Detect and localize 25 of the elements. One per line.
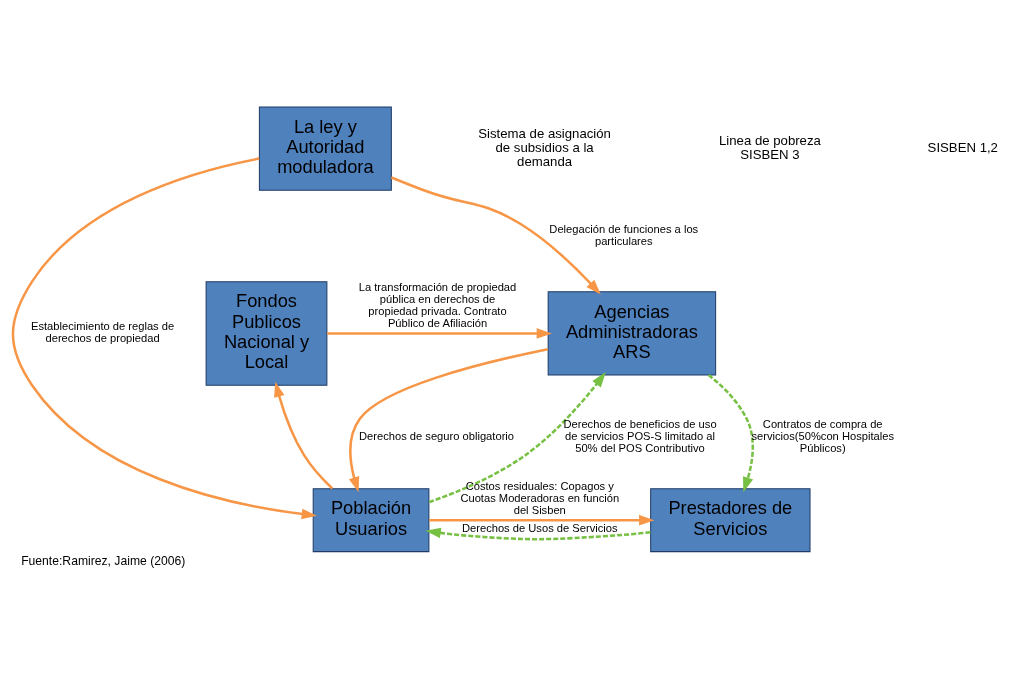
label: Linea de pobreza SISBEN 3: [718, 133, 821, 163]
arrow: [327, 328, 552, 339]
edge-label: La transformación de propiedad pública en derechos de propiedad privada. Contrato Público de Afiliación: [358, 280, 517, 330]
node-box: Agencias Administradoras ARS: [547, 291, 717, 376]
edge-label: Delegación de funciones a los particulares: [549, 222, 699, 247]
arrow: [425, 527, 651, 541]
edge-label: Establecimiento de reglas de derechos de propiedad: [30, 320, 175, 345]
edge-label: Contratos de compra de servicios(50%con Hospitales Públicos): [751, 417, 895, 454]
label: SISBEN 1,2: [927, 140, 998, 156]
node-box: Prestadores de Servicios: [650, 488, 811, 553]
arrow: [390, 176, 601, 295]
edge-label: Derechos de beneficios de uso de servicios POS-S limitado al 50% del POS Contributivo: [563, 417, 717, 454]
edge-label: Derechos de seguro obligatorio: [358, 429, 515, 442]
arrow: [429, 514, 655, 526]
caption: Fuente:Ramirez, Jaime (2006): [21, 554, 186, 569]
edge-label: Derechos de Usos de Servicios: [461, 522, 618, 535]
label: Sistema de asignación de subsidios a la demanda: [478, 125, 611, 170]
arrow: [707, 374, 754, 493]
arrow: [274, 381, 334, 490]
arrow: [11, 157, 317, 520]
node-box: Fondos Publicos Nacional y Local: [205, 281, 328, 386]
arrow: [348, 347, 549, 493]
node-box: La ley y Autoridad moduladora: [258, 106, 392, 191]
node-box: Población Usuarios: [312, 488, 430, 553]
arrow: [428, 372, 606, 504]
